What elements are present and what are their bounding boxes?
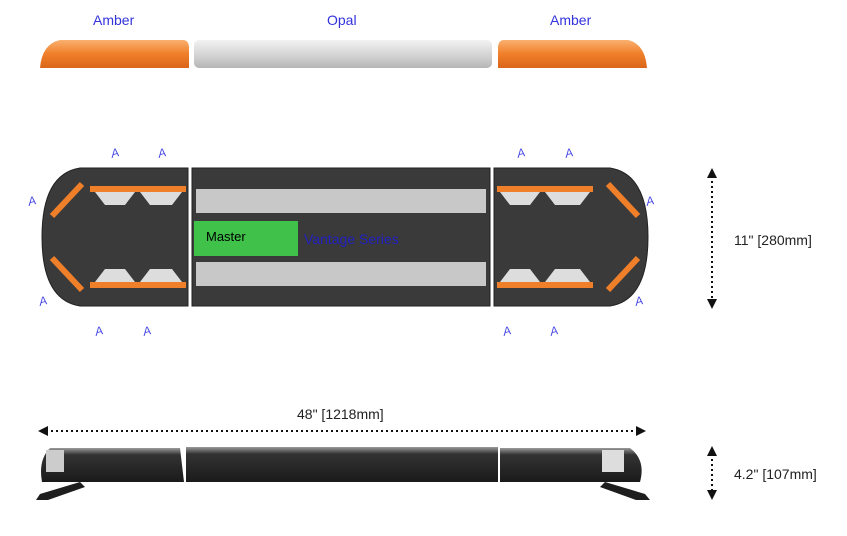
amber-lens-right: [498, 40, 647, 68]
series-label: Vantage Series: [304, 231, 399, 247]
height-dimension-label: 4.2" [107mm]: [734, 466, 817, 482]
side-view: [36, 447, 650, 500]
lens-label-left: Amber: [93, 12, 135, 28]
amber-lens-left: [40, 40, 189, 68]
lens-label-center: Opal: [327, 12, 357, 28]
master-board: [194, 221, 298, 256]
depth-dimension-label: 11" [280mm]: [734, 232, 812, 248]
opal-lens-center: [194, 40, 492, 68]
top-view: [41, 167, 649, 307]
lens-label-right: Amber: [550, 12, 592, 28]
master-label: Master: [206, 229, 246, 244]
length-dimension-label: 48" [1218mm]: [297, 406, 384, 422]
